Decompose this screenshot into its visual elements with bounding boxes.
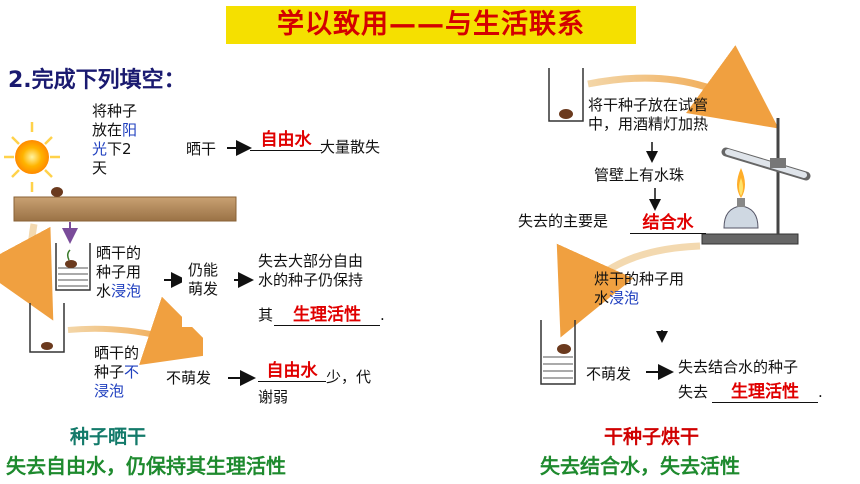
text-span: 水 xyxy=(594,289,610,307)
alcohol-lamp-stand-icon xyxy=(701,118,811,245)
right-no-germinate-label: 不萌发 xyxy=(586,365,632,383)
sun-icon xyxy=(4,122,60,192)
right-result-line1: 失去结合水的种子 xyxy=(678,358,799,376)
water-droplets-label: 管壁上有水珠 xyxy=(594,166,685,184)
text-line: 晒干的 xyxy=(94,344,140,362)
result3-b: 谢弱 xyxy=(258,388,289,406)
text-line: 中，用酒精灯加热 xyxy=(588,115,709,133)
text-line: 水浸泡 xyxy=(594,289,714,308)
highlight-soak-2: 浸泡 xyxy=(94,382,125,400)
result3-a: 少，代 xyxy=(326,368,372,386)
highlight-light: 光 xyxy=(92,140,108,158)
answer-physiological-activity-1: 生理活性 xyxy=(274,300,380,326)
right-caption-title: 干种子烘干 xyxy=(604,426,700,448)
answer-physiological-activity-2: 生理活性 xyxy=(712,377,818,403)
beaker-dry-icon xyxy=(29,303,65,353)
text-span: 放在 xyxy=(92,121,123,139)
period: . xyxy=(818,383,823,401)
left-nosoak-text: 晒干的 种子不 浸泡 xyxy=(94,344,164,401)
result2-prefix: 其 xyxy=(258,306,274,324)
text-line: 仍能 xyxy=(188,261,219,279)
lost-main-label: 失去的主要是 xyxy=(518,212,609,230)
germinate-text: 仍能 萌发 xyxy=(188,261,218,299)
right-result-line2: 失去 xyxy=(678,383,709,401)
left-caption-title: 种子晒干 xyxy=(70,426,147,448)
result2-text: 失去大部分自由 水的种子仍保持 xyxy=(258,252,398,290)
answer-bound-water: 结合水 xyxy=(630,208,706,234)
dry-label: 晒干 xyxy=(186,140,217,158)
seed-icon xyxy=(51,187,63,197)
text-line: 种子不 xyxy=(94,363,164,382)
wooden-board xyxy=(13,196,237,222)
right-soak-text: 烘干的种子用 水浸泡 xyxy=(594,270,714,308)
answer-free-water-1: 自由水 xyxy=(250,125,322,151)
cover-box xyxy=(141,126,193,186)
highlight-not: 不 xyxy=(124,363,140,381)
beaker-baked-seed-icon xyxy=(540,320,576,385)
no-germinate-label: 不萌发 xyxy=(166,369,212,387)
period: . xyxy=(380,306,385,324)
right-caption: 失去结合水，失去活性 xyxy=(540,454,740,478)
highlight-sun: 阳 xyxy=(122,121,138,139)
text-span: 水 xyxy=(96,282,112,300)
cover-box xyxy=(203,318,233,368)
highlight-soak-3: 浸泡 xyxy=(609,289,640,307)
highlight-soak: 浸泡 xyxy=(111,282,142,300)
text-span: 种子 xyxy=(94,363,125,381)
text-line: 光下2 xyxy=(92,140,152,159)
text-line: 水的种子仍保持 xyxy=(258,271,364,289)
text-line: 晒干的 xyxy=(96,244,142,262)
text-line: 萌发 xyxy=(188,280,219,298)
answer-free-water-2: 自由水 xyxy=(258,356,326,382)
text-line: 将种子 xyxy=(92,102,138,120)
text-line: 种子用 xyxy=(96,263,142,281)
text-line: 烘干的种子用 xyxy=(594,270,685,288)
question-heading: 2.完成下列填空： xyxy=(8,68,186,93)
left-caption: 失去自由水，仍保持其生理活性 xyxy=(6,454,286,478)
text-line: 放在阳 xyxy=(92,121,152,140)
text-span: 下2 xyxy=(107,140,132,158)
text-line: 将干种子放在试管 xyxy=(588,96,709,114)
text-line: 水浸泡 xyxy=(96,282,166,301)
beaker-soaked-icon xyxy=(55,243,91,291)
left-soak-text: 晒干的 种子用 水浸泡 xyxy=(96,244,166,301)
lost1-label: 大量散失 xyxy=(320,138,381,156)
left-step1-text: 将种子 放在阳 光下2 天 xyxy=(92,102,152,178)
right-step1-text: 将干种子放在试管 中，用酒精灯加热 xyxy=(588,96,748,134)
beaker-seed-icon xyxy=(548,68,584,122)
text-line: 失去大部分自由 xyxy=(258,252,364,270)
page-title: 学以致用——与生活联系 xyxy=(226,6,636,44)
text-line: 天 xyxy=(92,159,108,177)
